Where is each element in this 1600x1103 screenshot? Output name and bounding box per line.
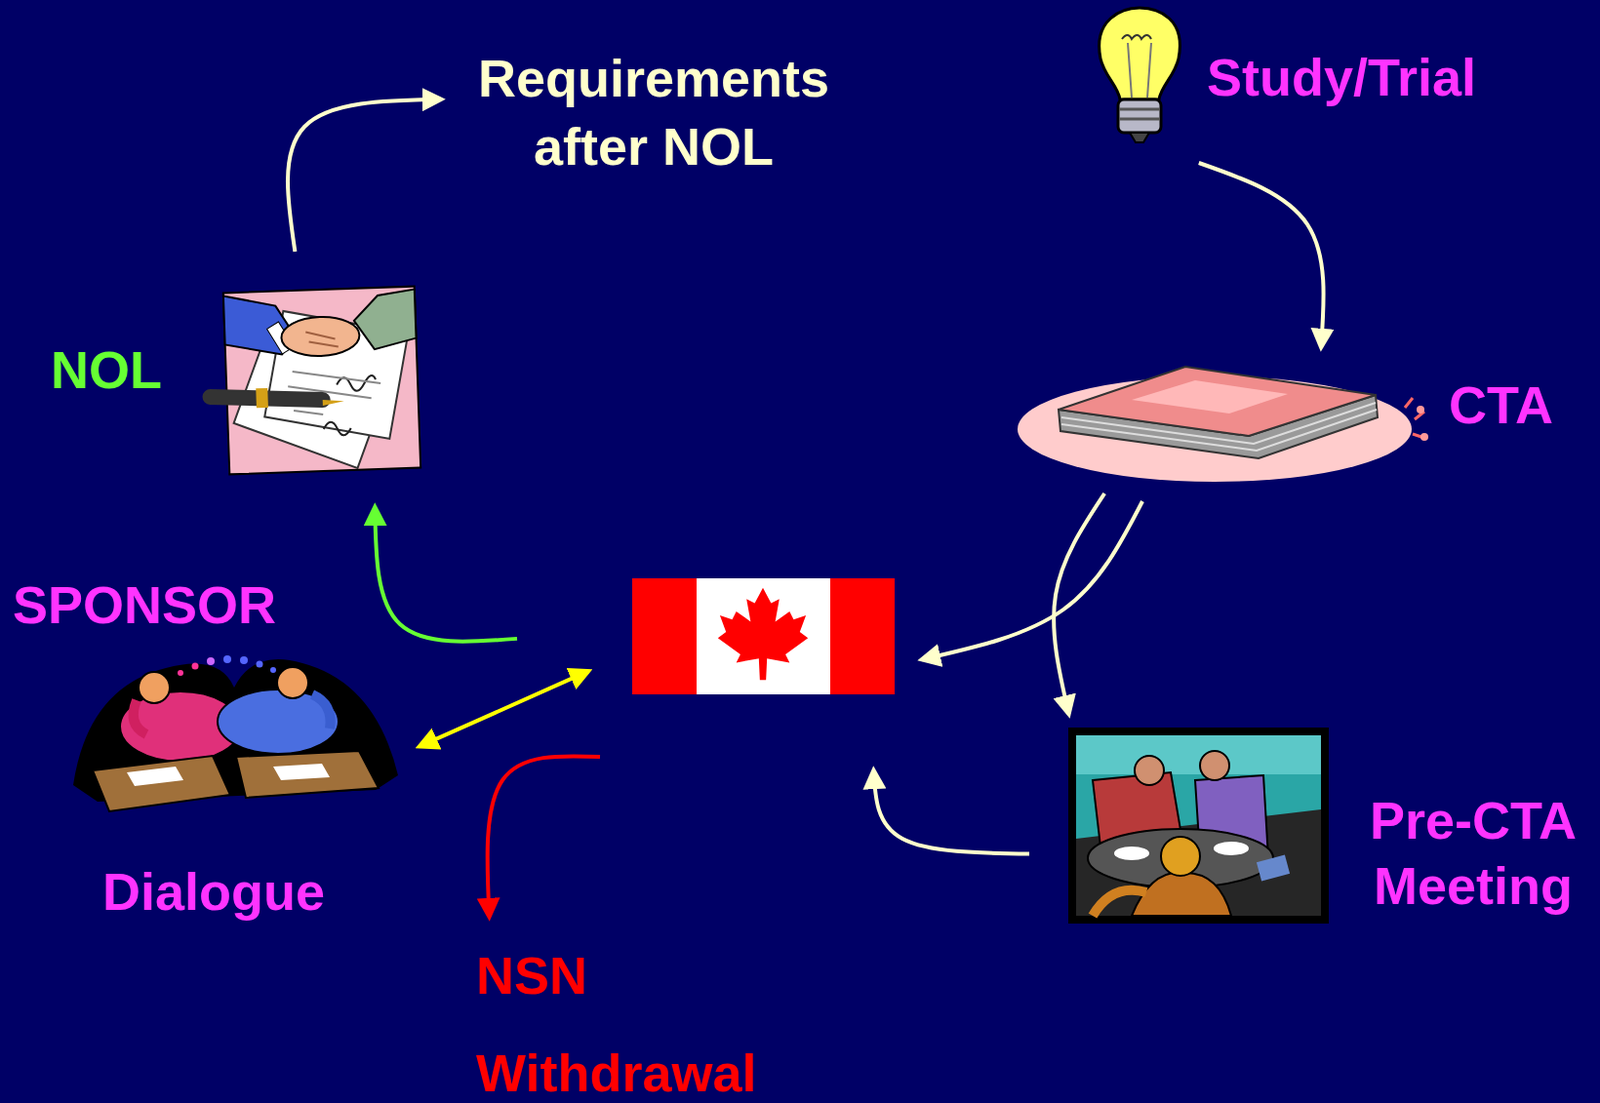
agreement-handshake-icon-part [305, 330, 339, 348]
light-bulb-icon-part [1118, 99, 1161, 133]
agreement-handshake-icon-part [353, 289, 417, 351]
light-bulb-icon-part [1127, 42, 1152, 98]
canada-flag-part [632, 578, 895, 695]
dialogue-people-icon-part [312, 694, 331, 729]
meeting-node: Pre-CTA Meeting [1063, 721, 1600, 932]
light-bulb-icon-part [1119, 109, 1160, 120]
dialogue-people-icon-part [223, 655, 232, 664]
dialogue-people-icon-part [277, 667, 309, 699]
outcome-node: NSN Withdrawal [473, 944, 796, 1103]
dialogue-people-icon-part [192, 663, 200, 671]
application-book-icon-part [1420, 433, 1429, 441]
dialogue-people-icon-part [138, 672, 170, 704]
dialogue-people-icon-part [126, 766, 184, 787]
connector-arrow [921, 501, 1143, 660]
dialogue-people-icon-part [133, 700, 147, 735]
dialogue-people-icon-part [177, 670, 184, 677]
meeting-picture-part [1068, 727, 1329, 924]
light-bulb-icon [1099, 7, 1181, 143]
connector-arrow [374, 507, 518, 642]
canada-flag-part [718, 588, 808, 681]
approval-node: NOL [43, 282, 425, 479]
light-bulb-icon-part [1129, 132, 1150, 143]
node-label: Dialogue [102, 860, 325, 924]
node-label: Pre-CTA Meeting [1351, 788, 1596, 920]
node-label: NSN [476, 944, 588, 1008]
canada-flag-part [830, 578, 895, 695]
connector-arrow [1199, 162, 1324, 348]
application-node: CTA [1034, 360, 1576, 488]
connector-arrow [873, 770, 1030, 854]
node-label: Requirements after NOL [458, 43, 849, 181]
node-label: Withdrawal [476, 1041, 758, 1103]
meeting-picture-part [1134, 756, 1164, 786]
meeting-picture-part [1213, 841, 1249, 856]
dialogue-people-icon-part [240, 656, 248, 665]
agreement-handshake-icon [206, 286, 421, 476]
application-book-icon-part [1131, 380, 1288, 414]
agreement-handshake-icon-part [255, 388, 269, 408]
dialogue-people-icon [73, 655, 399, 812]
application-book-icon-part [1416, 405, 1425, 414]
meeting-picture-part [1200, 751, 1230, 781]
result-label: Requirements after NOL [458, 43, 853, 183]
application-book-icon-part [1404, 398, 1425, 439]
dialogue-people-icon-part [256, 661, 264, 669]
meeting-picture-part [1114, 846, 1150, 861]
meeting-picture [1068, 727, 1329, 924]
meeting-picture-part [1131, 873, 1232, 917]
application-book-icon [1017, 366, 1429, 482]
meeting-picture-part [1092, 890, 1147, 917]
light-bulb-icon-part [1121, 35, 1152, 40]
dialogue-people-icon-part [177, 655, 277, 677]
sponsor-node: SPONSOR Dialogue [4, 573, 405, 927]
canada-flag [632, 578, 895, 695]
node-label: NOL [50, 338, 162, 402]
flag-node [632, 578, 895, 695]
meeting-picture-part [1160, 837, 1200, 877]
meeting-picture-part [1076, 735, 1321, 917]
dialogue-people-icon-part [270, 667, 277, 674]
connector-arrow [487, 756, 600, 918]
agreement-handshake-icon-part [321, 375, 378, 437]
agreement-handshake-icon-part [223, 286, 421, 476]
dialogue-people-icon-part [92, 756, 231, 812]
connector-arrow [1053, 493, 1105, 715]
connector-arrow [287, 99, 441, 252]
application-book-icon-part [1058, 366, 1376, 437]
dialogue-people-icon-part [217, 689, 339, 755]
connector-arrow [419, 671, 589, 747]
node-label: SPONSOR [12, 573, 277, 638]
node-label: Study/Trial [1206, 45, 1477, 110]
agreement-handshake-icon-part [280, 316, 360, 359]
start-node: Study/Trial [1082, 9, 1513, 147]
node-label: CTA [1448, 373, 1554, 438]
agreement-handshake-icon-part [322, 399, 345, 406]
light-bulb-icon-part [1099, 7, 1181, 100]
dialogue-people-icon-part [273, 763, 330, 781]
meeting-picture-part [1076, 735, 1321, 775]
dialogue-people-icon-part [206, 657, 215, 666]
dialogue-people-icon-part [236, 751, 379, 799]
canada-flag-part [632, 578, 697, 695]
meeting-picture-part [1256, 854, 1290, 881]
